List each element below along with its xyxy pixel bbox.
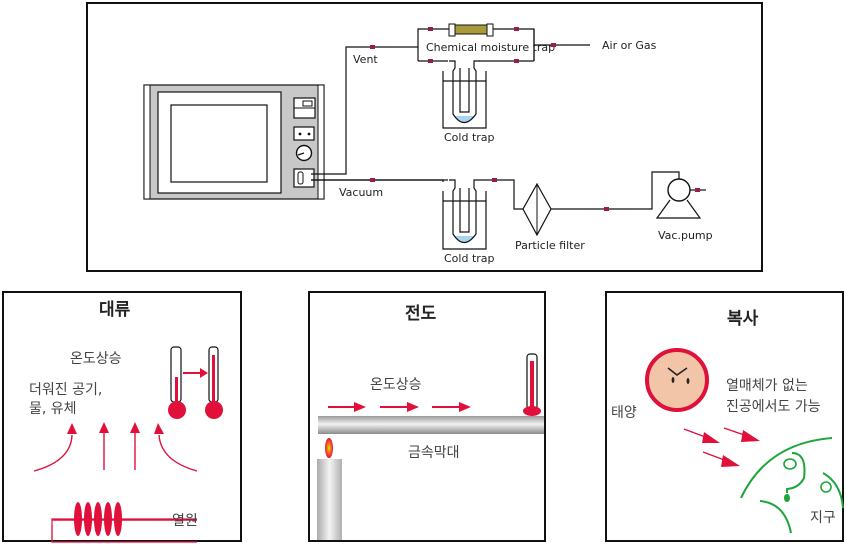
earth-label: 지구 [810,510,836,526]
chemical-trap-label: Chemical moisture trap [426,41,555,54]
cold-trap-lower-label: Cold trap [444,252,495,265]
switch-panel-icon [293,126,315,141]
vacuum-apparatus-panel: Vent Chemical moisture trap Air or Gas [86,2,763,272]
filter-inlet-line [480,179,529,210]
air-gas-label: Air or Gas [602,39,657,52]
chemical-moisture-trap: Chemical moisture trap [417,23,555,63]
valve-icon [370,45,375,49]
cold-trap-upper-label: Cold trap [444,131,495,144]
arrow-right-icon [183,368,208,378]
sun-label: 태양 [611,405,637,421]
arrowheads [67,422,164,434]
metal-rod [318,416,544,434]
conduction-title: 전도 [405,304,437,324]
vac-pump-label: Vac.pump [658,229,713,242]
particle-filter-label: Particle filter [515,239,585,252]
candle-icon [317,438,342,540]
pump-inlet-line [551,171,680,210]
conduction-panel: 전도 온도상승 금속막대 [308,291,546,542]
port-panel-icon [293,168,315,188]
radiation-title: 복사 [727,309,759,329]
vent-line [311,46,418,175]
metal-rod-label: 금속막대 [408,445,460,461]
thermometer-after-icon [205,346,223,419]
vacuum-apparatus-diagram: Vent Chemical moisture trap Air or Gas [143,23,713,265]
vacuum-pump-icon [655,178,706,219]
heat-source-label: 열원 [172,513,198,529]
heat-flow-arrows [328,402,471,412]
heated-fluid-label-2: 물, 유체 [29,401,77,417]
thermometer-before-icon [168,346,186,419]
conduction-diagram: 전도 온도상승 금속막대 [317,304,544,540]
cold-trap-lower: Cold trap [442,179,495,265]
convection-diagram: 대류 온도상승 더워진 공기, 물, 유체 [29,300,223,543]
heated-fluid-label-1: 더워진 공기, [29,382,102,398]
cold-trap-upper: Cold trap [442,60,495,144]
earth-dot [784,494,790,502]
rising-arrows [33,431,198,472]
heat-source-coil-icon [51,502,197,543]
vacuum-label: Vacuum [339,186,383,199]
thermometer-icon [523,353,541,416]
convection-panel: 대류 온도상승 더워진 공기, 물, 유체 [2,291,242,543]
radiation-diagram: 복사 태양 열매체가 없는 진공에서도 가능 지구 [611,309,844,534]
sun-icon [645,348,709,412]
radiation-arrows [683,427,760,467]
temp-rise-label: 온도상승 [370,377,422,393]
vent-label: Vent [353,53,378,66]
radiation-panel: 복사 태양 열매체가 없는 진공에서도 가능 지구 [605,291,844,542]
temp-rise-label: 온도상승 [70,351,122,367]
radiation-note-1: 열매체가 없는 [726,378,808,394]
convection-title: 대류 [99,300,131,320]
oven-window [170,104,268,183]
particle-filter-icon [522,182,552,237]
vacuum-oven [143,84,325,200]
earth-icon [740,437,844,534]
radiation-note-2: 진공에서도 가능 [726,399,821,415]
